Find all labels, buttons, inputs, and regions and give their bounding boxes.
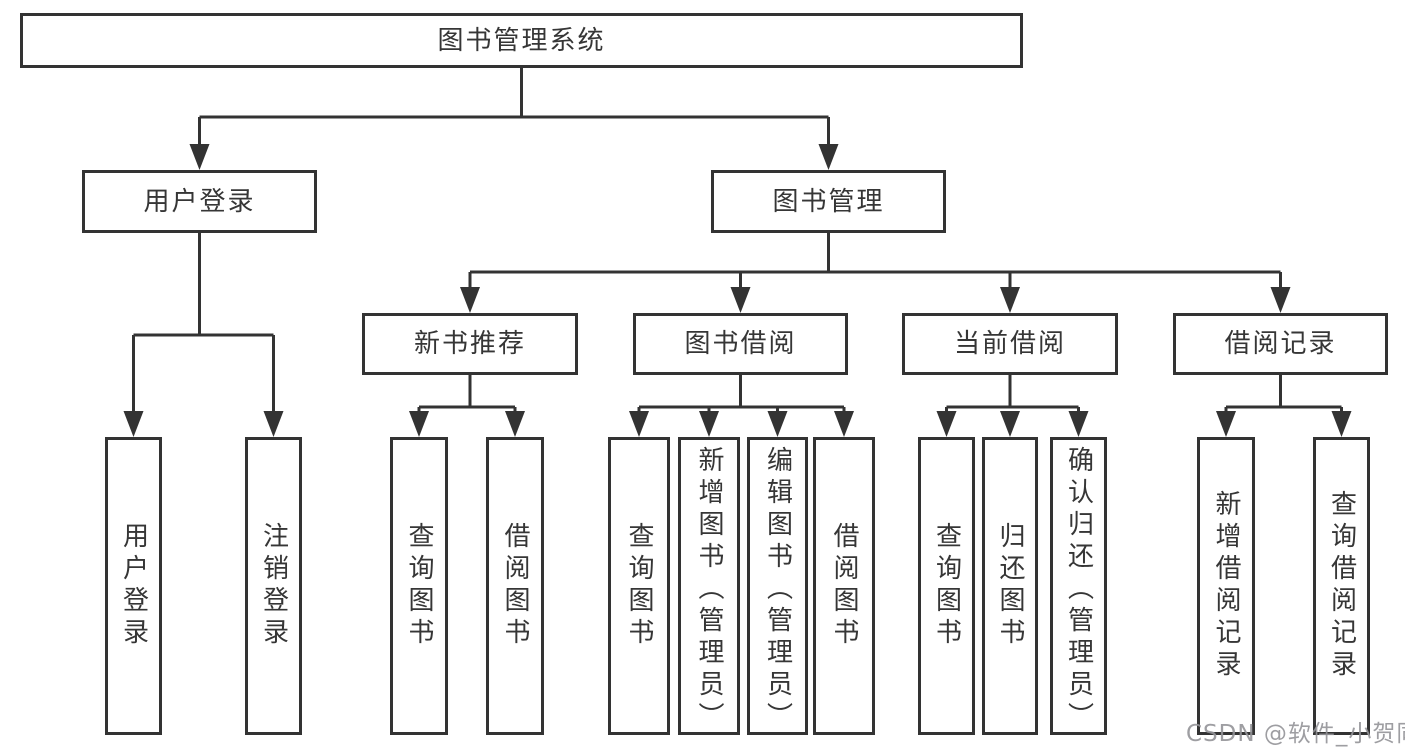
arrowhead-icon: [1331, 411, 1352, 437]
arrowhead-icon: [1000, 287, 1020, 313]
arrowhead-icon: [460, 287, 480, 313]
leaf-confirm-return-admin: 确认归还（管理员）: [1050, 437, 1107, 735]
arrowhead-icon: [629, 411, 649, 437]
leaf-query-books-borrow: 查询图书: [608, 437, 670, 735]
leaf-add-books-admin: 新增图书（管理员）: [678, 437, 740, 735]
leaf-return-books: 归还图书: [982, 437, 1038, 735]
arrowhead-icon: [1216, 411, 1236, 437]
leaf-borrow-books: 借阅图书: [813, 437, 875, 735]
arrowhead-icon: [1068, 411, 1089, 437]
arrowhead-icon: [730, 287, 751, 313]
node-book-borrow: 图书借阅: [633, 313, 848, 375]
connector-records-to-leaves: [1224, 375, 1343, 415]
arrowhead-icon: [767, 411, 788, 437]
leaf-logout: 注销登录: [245, 437, 302, 735]
leaf-query-borrow-record: 查询借阅记录: [1313, 437, 1370, 735]
arrowhead-icon: [1000, 411, 1020, 437]
connector-stems: [132, 68, 1343, 415]
leaf-borrow-books-recommend: 借阅图书: [486, 437, 544, 735]
leaf-add-borrow-record: 新增借阅记录: [1197, 437, 1255, 735]
arrowhead-icon: [505, 411, 525, 437]
node-new-book-recommend: 新书推荐: [362, 313, 578, 375]
arrowheads: [123, 144, 1352, 437]
node-user-login: 用户登录: [82, 170, 317, 233]
arrowhead-icon: [818, 144, 839, 170]
connector-bookmgmt-to-level2: [468, 233, 1282, 292]
connector-userlogin-to-leaves: [132, 233, 275, 415]
node-library-system: 图书管理系统: [20, 13, 1023, 68]
node-book-management: 图书管理: [711, 170, 946, 233]
arrowhead-icon: [1270, 287, 1291, 313]
csdn-watermark: CSDN @软件_小贺同学: [1186, 721, 1405, 747]
node-current-borrow: 当前借阅: [902, 313, 1118, 375]
arrowhead-icon: [834, 411, 854, 437]
leaf-query-books-current: 查询图书: [918, 437, 975, 735]
leaf-user-login: 用户登录: [105, 437, 162, 735]
arrowhead-icon: [699, 411, 719, 437]
node-borrow-records: 借阅记录: [1173, 313, 1388, 375]
connector-root-to-level1: [198, 68, 830, 150]
leaf-query-books-recommend: 查询图书: [390, 437, 448, 735]
arrowhead-icon: [409, 411, 429, 437]
arrowhead-icon: [263, 411, 284, 437]
arrowhead-icon: [189, 144, 210, 170]
leaf-edit-books-admin: 编辑图书（管理员）: [747, 437, 808, 735]
arrowhead-icon: [123, 411, 144, 437]
arrowhead-icon: [936, 411, 957, 437]
connector-newbook-to-leaves: [417, 375, 517, 415]
connector-bookborrow-to-leaves: [637, 375, 846, 415]
connector-currentborrow-to-leaves: [945, 375, 1080, 415]
